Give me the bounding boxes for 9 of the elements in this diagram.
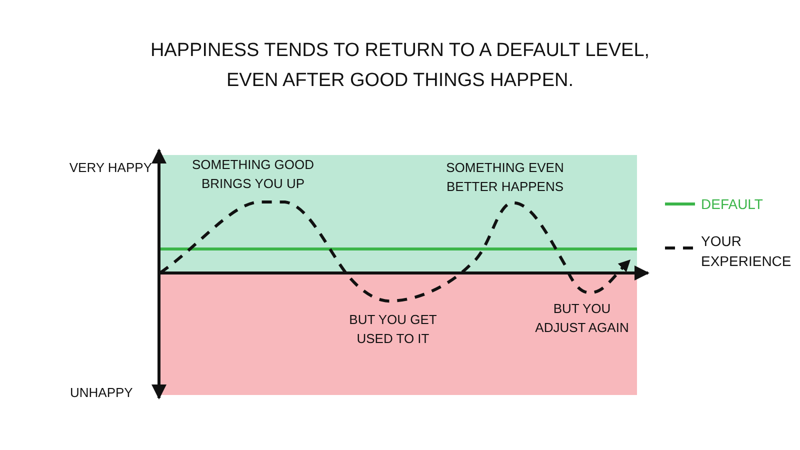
legend-label: DEFAULT	[701, 195, 764, 214]
annotation: SOMETHING GOOD BRINGS YOU UP	[190, 156, 316, 193]
annotation: BUT YOU GET USED TO IT	[348, 311, 438, 348]
axis-label: VERY HAPPY	[68, 159, 152, 177]
title: HAPPINESS TENDS TO RETURN TO A DEFAULT LEVEL, EVEN AFTER GOOD THINGS HAPPEN.	[150, 39, 650, 93]
legend-label: YOUR EXPERIENCE	[701, 232, 792, 271]
axis-label: UNHAPPY	[70, 384, 134, 402]
annotation: BUT YOU ADJUST AGAIN	[534, 300, 630, 337]
annotation: SOMETHING EVEN BETTER HAPPENS	[445, 159, 565, 196]
